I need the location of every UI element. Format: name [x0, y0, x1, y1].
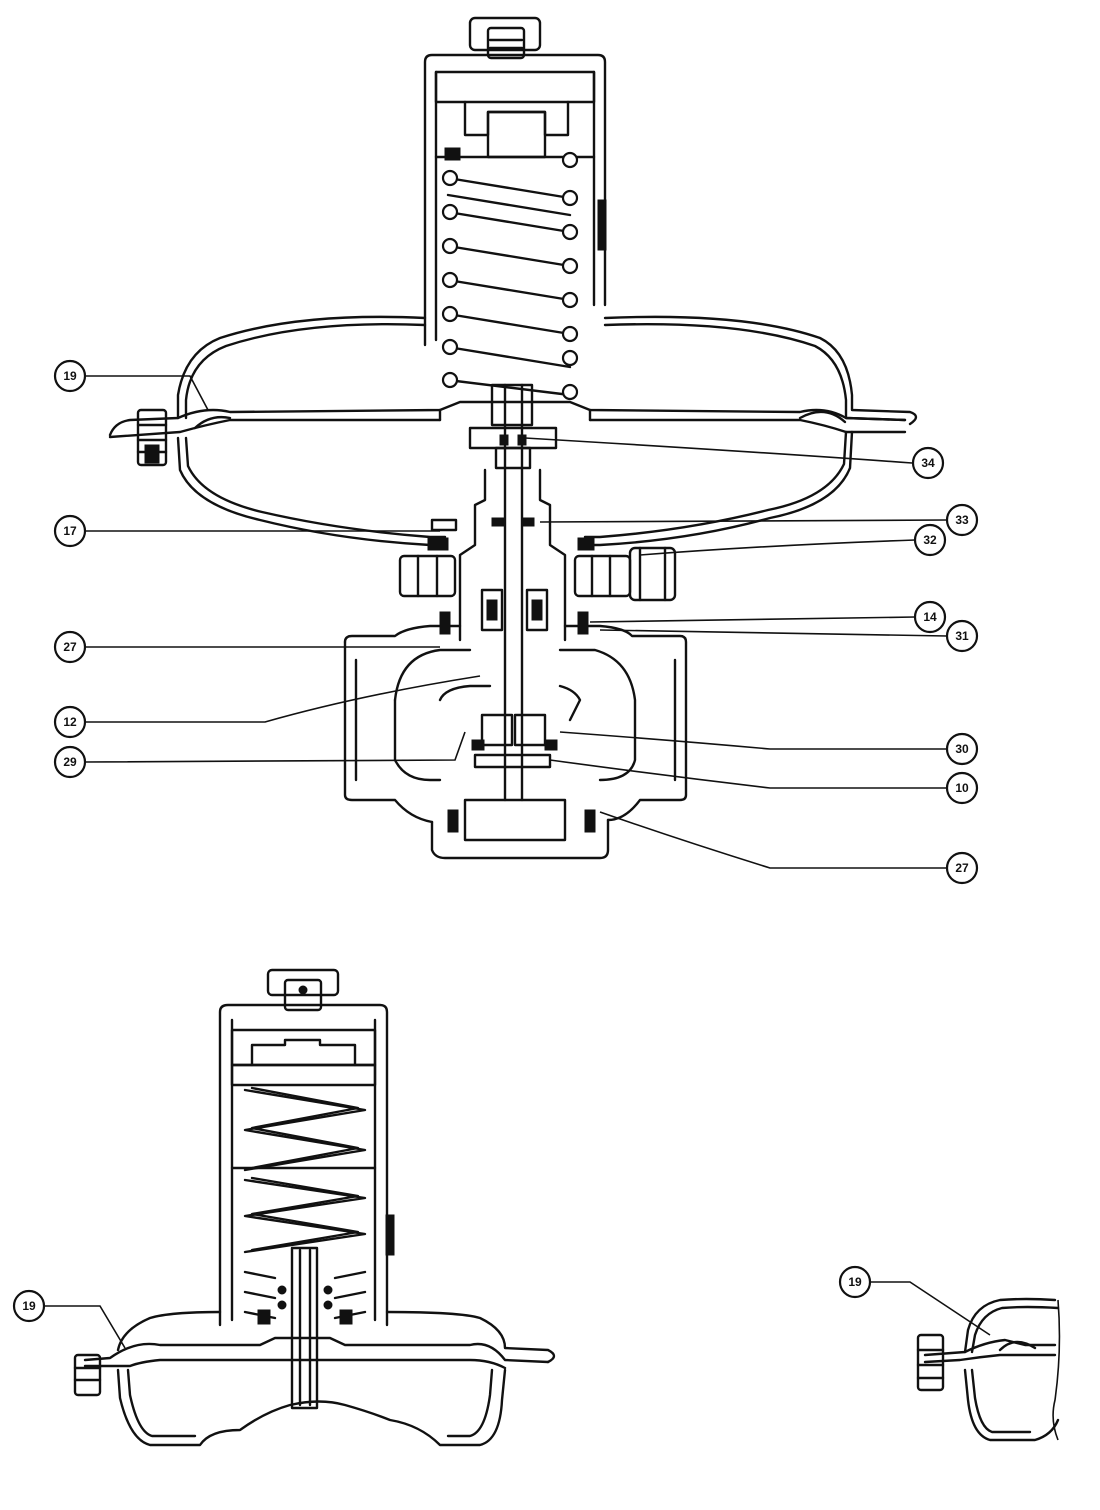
upper-diaphragm-case — [176, 315, 918, 426]
svg-text:19: 19 — [22, 1299, 36, 1313]
svg-text:10: 10 — [955, 781, 969, 795]
callout-32: 32 — [913, 523, 947, 557]
side-fittings — [398, 518, 677, 602]
callout-34: 34 — [911, 446, 945, 480]
lower-diaphragm-case — [176, 430, 854, 547]
diaphragm-plate — [108, 400, 907, 439]
spring-bonnet — [423, 53, 607, 347]
alternate-spring-drawing — [73, 968, 556, 1447]
callout-27-left: 27 — [53, 630, 87, 664]
callout-27-bottom: 27 — [945, 851, 979, 885]
callout-19-bottom-left: 19 — [12, 1289, 46, 1323]
svg-text:29: 29 — [63, 755, 77, 769]
callout-12: 12 — [53, 705, 87, 739]
callout-30: 30 — [945, 732, 979, 766]
svg-text:14: 14 — [923, 610, 937, 624]
callout-29: 29 — [53, 745, 87, 779]
callout-33: 33 — [945, 503, 979, 537]
callout-31: 31 — [945, 619, 979, 653]
svg-text:30: 30 — [955, 742, 969, 756]
svg-text:19: 19 — [63, 369, 77, 383]
valve-body — [343, 611, 688, 860]
callout-14: 14 — [913, 600, 947, 634]
svg-text:19: 19 — [848, 1275, 862, 1289]
svg-text:31: 31 — [955, 629, 969, 643]
main-regulator-drawing — [108, 16, 918, 860]
valve-stem — [458, 383, 567, 802]
callout-10: 10 — [945, 771, 979, 805]
case-bolt — [136, 408, 168, 467]
svg-text:12: 12 — [63, 715, 77, 729]
leader-lines — [44, 375, 991, 1349]
callout-17: 17 — [53, 514, 87, 548]
adjusting-spring — [441, 147, 579, 401]
svg-text:34: 34 — [921, 456, 935, 470]
svg-text:17: 17 — [63, 524, 77, 538]
svg-text:33: 33 — [955, 513, 969, 527]
diaphragm-detail-drawing — [916, 1297, 1061, 1442]
svg-text:27: 27 — [63, 640, 77, 654]
svg-text:32: 32 — [923, 533, 937, 547]
svg-text:27: 27 — [955, 861, 969, 875]
callout-19-bottom-right: 19 — [838, 1265, 872, 1299]
top-cap — [468, 16, 542, 60]
callout-19-top: 19 — [53, 359, 87, 393]
